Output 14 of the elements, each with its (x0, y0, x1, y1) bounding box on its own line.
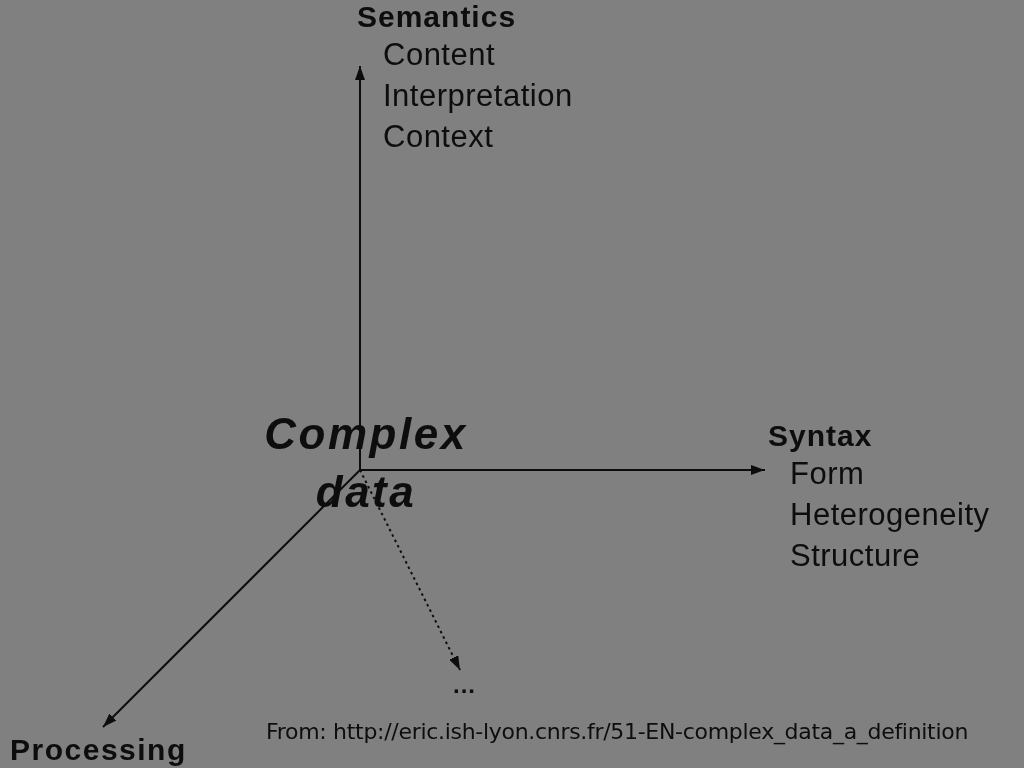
list-item: Heterogeneity (790, 496, 990, 534)
list-item: Content (383, 36, 496, 74)
axis-arrow (359, 465, 766, 475)
axis-title: Semantics (357, 0, 517, 34)
axis-title: Processing (10, 733, 187, 766)
axis-title: ... (453, 672, 476, 698)
axis-arrow (355, 65, 365, 471)
axis-title: Syntax (768, 419, 873, 453)
list-item: Structure (790, 537, 921, 575)
list-item: Context (383, 118, 494, 156)
source-note: From: http://eric.ish-lyon.cnrs.fr/51-EN-complex_data_a_definition (266, 719, 969, 745)
list-item: Form (790, 455, 865, 493)
axis-arrow (102, 469, 361, 728)
list-item: Interpretation (383, 77, 573, 115)
